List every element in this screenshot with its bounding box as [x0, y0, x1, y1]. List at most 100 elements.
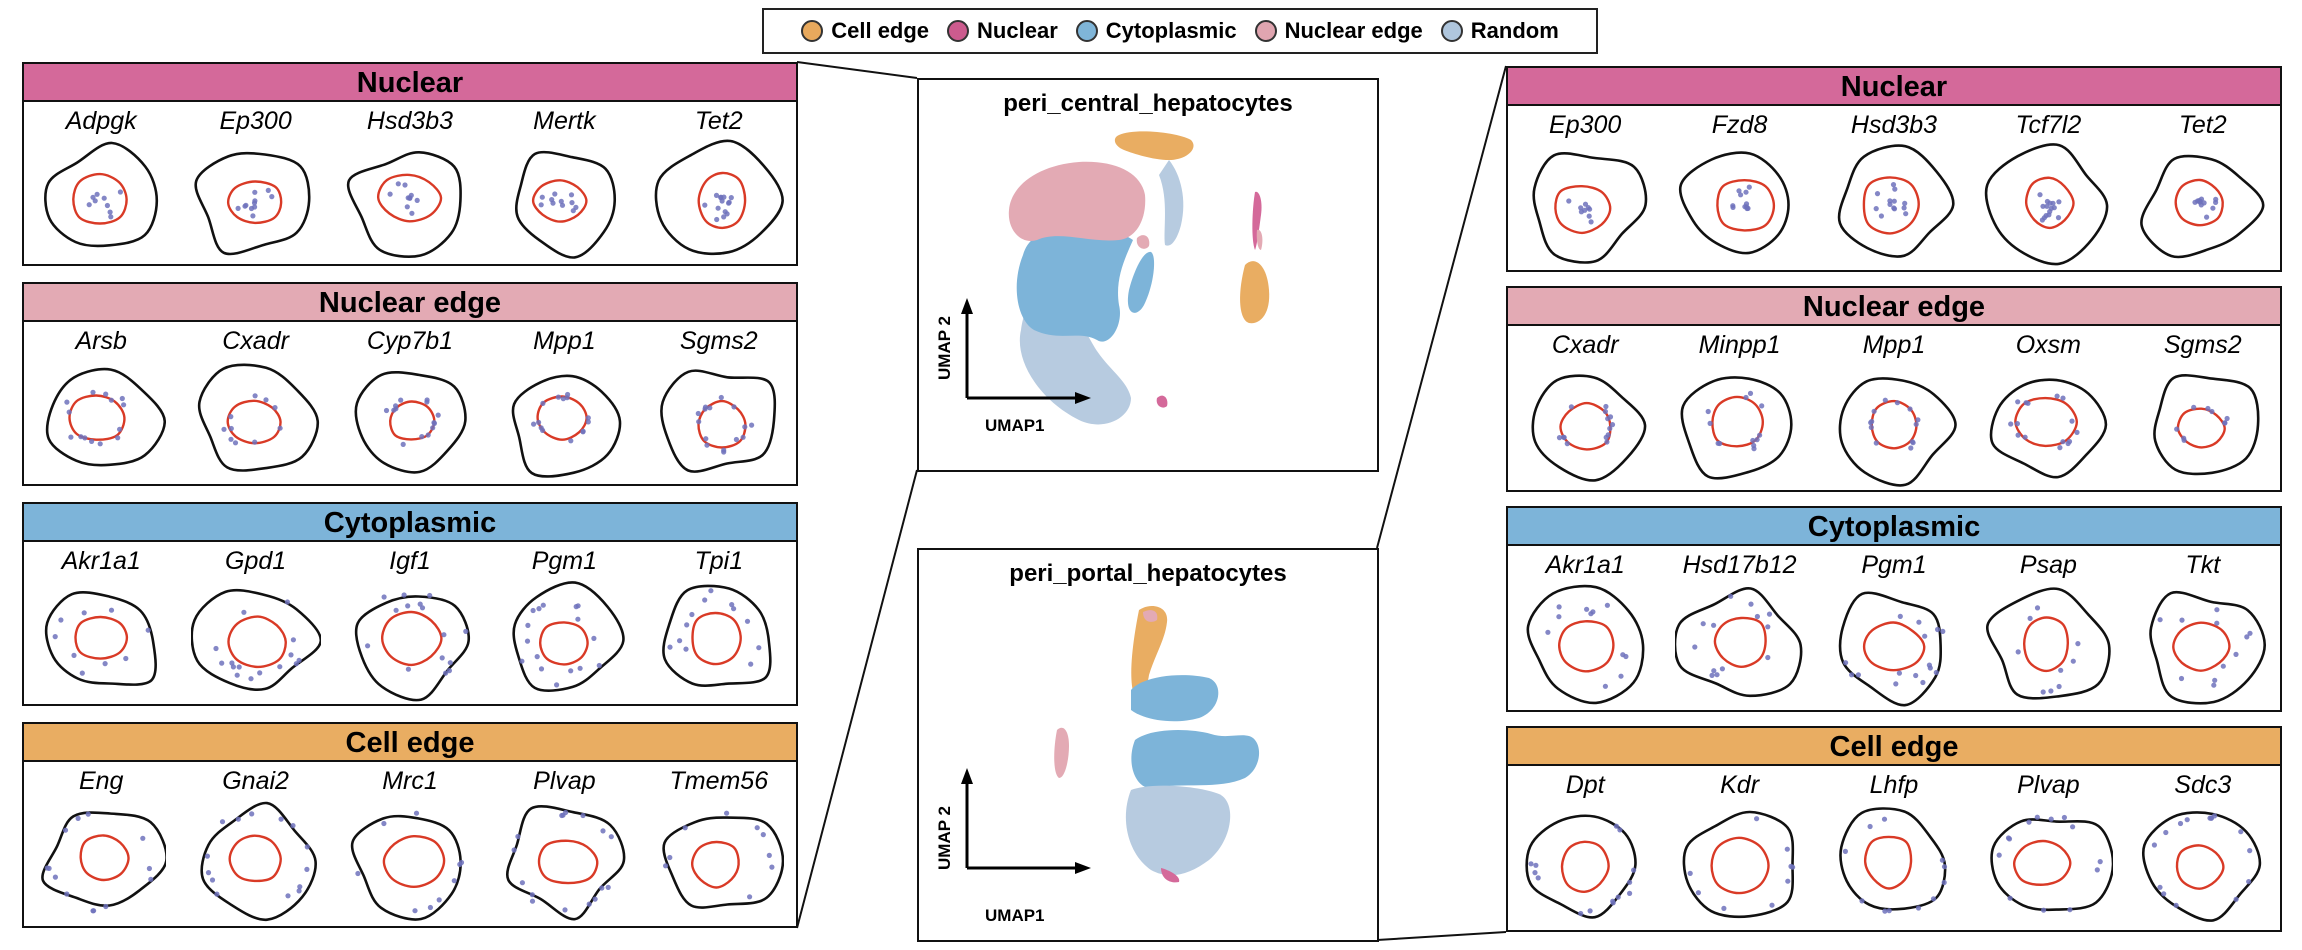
- cell-nucleus: [2175, 844, 2225, 890]
- transcript-dot: [683, 622, 690, 628]
- cell-diagram: [346, 150, 462, 258]
- cell-diagram: [2139, 154, 2265, 259]
- gene-cell: Sdc3: [2126, 766, 2280, 930]
- transcript-dot: [1871, 408, 1877, 414]
- transcript-dot: [1913, 421, 1919, 427]
- transcript-dot: [702, 404, 708, 410]
- cell-membrane: [2149, 590, 2266, 705]
- transcript-dot: [381, 820, 387, 827]
- cell-diagram: [659, 369, 776, 473]
- transcript-dot: [706, 405, 713, 411]
- umap-ylabel: UMAP 2: [935, 316, 954, 380]
- transcript-dot: [235, 205, 241, 211]
- transcript-dot: [1528, 861, 1534, 867]
- cell-membrane: [354, 371, 467, 474]
- transcript-dot: [713, 192, 719, 198]
- legend-item-nuclear-edge: Nuclear edge: [1254, 18, 1423, 44]
- gene-name: Kdr: [1720, 771, 1760, 799]
- transcript-dot: [115, 435, 121, 441]
- transcript-dot: [1705, 408, 1711, 415]
- transcript-dot: [1535, 875, 1541, 881]
- gene-name: Mpp1: [533, 327, 596, 355]
- cell-membrane: [190, 588, 321, 691]
- transcript-dot: [401, 592, 407, 598]
- umap-cluster-cell-edge: [1240, 261, 1270, 324]
- transcript-dot: [1533, 862, 1539, 868]
- transcript-dot: [213, 891, 220, 897]
- transcript-dot: [2026, 819, 2032, 825]
- cell-nucleus: [536, 395, 589, 441]
- transcript-dot: [702, 436, 709, 442]
- transcript-dot: [1867, 823, 1873, 830]
- transcript-dot: [79, 670, 86, 676]
- legend-label: Cell edge: [831, 18, 930, 43]
- transcript-dot: [747, 661, 754, 667]
- umap-cluster-nuclear-edge: [1054, 727, 1069, 778]
- transcript-dot: [568, 668, 574, 674]
- transcript-dot: [695, 419, 702, 425]
- transcript-dot: [387, 191, 393, 197]
- transcript-dot: [534, 654, 541, 660]
- transcript-dot: [586, 901, 593, 907]
- cell-membrane: [1986, 587, 2112, 700]
- transcript-dot: [2052, 205, 2058, 211]
- transcript-dot: [1749, 437, 1755, 444]
- cell-membrane: [515, 150, 617, 259]
- cell-nucleus: [697, 171, 747, 230]
- transcript-dot: [1764, 624, 1770, 630]
- transcript-dot: [52, 874, 59, 880]
- gene-name: Pgm1: [531, 547, 598, 575]
- transcript-dot: [2056, 683, 2063, 690]
- umap-cluster-nuclear-edge: [1008, 161, 1146, 241]
- transcript-dot: [662, 863, 668, 869]
- transcript-dot: [2058, 667, 2064, 673]
- transcript-dot: [1687, 870, 1693, 876]
- transcript-dot: [2074, 429, 2080, 435]
- transcript-dot: [1897, 613, 1903, 619]
- cell-diagram: [45, 591, 158, 686]
- cell-diagram: [354, 371, 467, 474]
- transcript-dot: [383, 407, 390, 414]
- transcript-dot: [560, 202, 566, 208]
- transcript-dot: [463, 628, 469, 634]
- gene-name: Tkt: [2185, 551, 2221, 579]
- transcript-dot: [2212, 199, 2218, 205]
- transcript-dot: [1742, 189, 1749, 195]
- transcript-dot: [571, 208, 577, 214]
- transcript-dot: [1708, 672, 1715, 678]
- gene-name: Gpd1: [225, 547, 287, 575]
- transcript-dot: [1578, 910, 1584, 917]
- transcript-dot: [2048, 816, 2055, 822]
- gene-name: Eng: [78, 767, 124, 795]
- transcript-dot: [695, 410, 701, 417]
- transcript-dot: [676, 638, 682, 644]
- cell-membrane: [1531, 374, 1647, 482]
- gene-cell: Plvap: [1971, 766, 2125, 930]
- transcript-dot: [218, 660, 224, 666]
- transcript-dot: [2201, 200, 2207, 206]
- transcript-dot: [580, 812, 586, 819]
- cell-diagram: [1837, 144, 1955, 258]
- gene-cell: Hsd3b3: [333, 102, 487, 266]
- transcript-dot: [2205, 405, 2211, 412]
- legend-item-nuclear: Nuclear: [947, 18, 1058, 44]
- transcript-dot: [1890, 182, 1897, 188]
- transcript-dot: [117, 426, 123, 432]
- transcript-dot: [108, 397, 115, 403]
- gene-cell: Kdr: [1662, 766, 1816, 930]
- transcript-dot: [395, 181, 401, 187]
- transcript-dot: [2044, 203, 2050, 209]
- transcript-dot: [44, 865, 51, 871]
- gene-name: Akr1a1: [1545, 551, 1625, 579]
- transcript-dot: [296, 884, 302, 890]
- transcript-dot: [1915, 905, 1922, 911]
- cell-nucleus: [2171, 621, 2231, 672]
- transcript-dot: [103, 903, 109, 910]
- gene-cell: Eng: [24, 762, 178, 926]
- cell-nucleus: [1715, 178, 1775, 232]
